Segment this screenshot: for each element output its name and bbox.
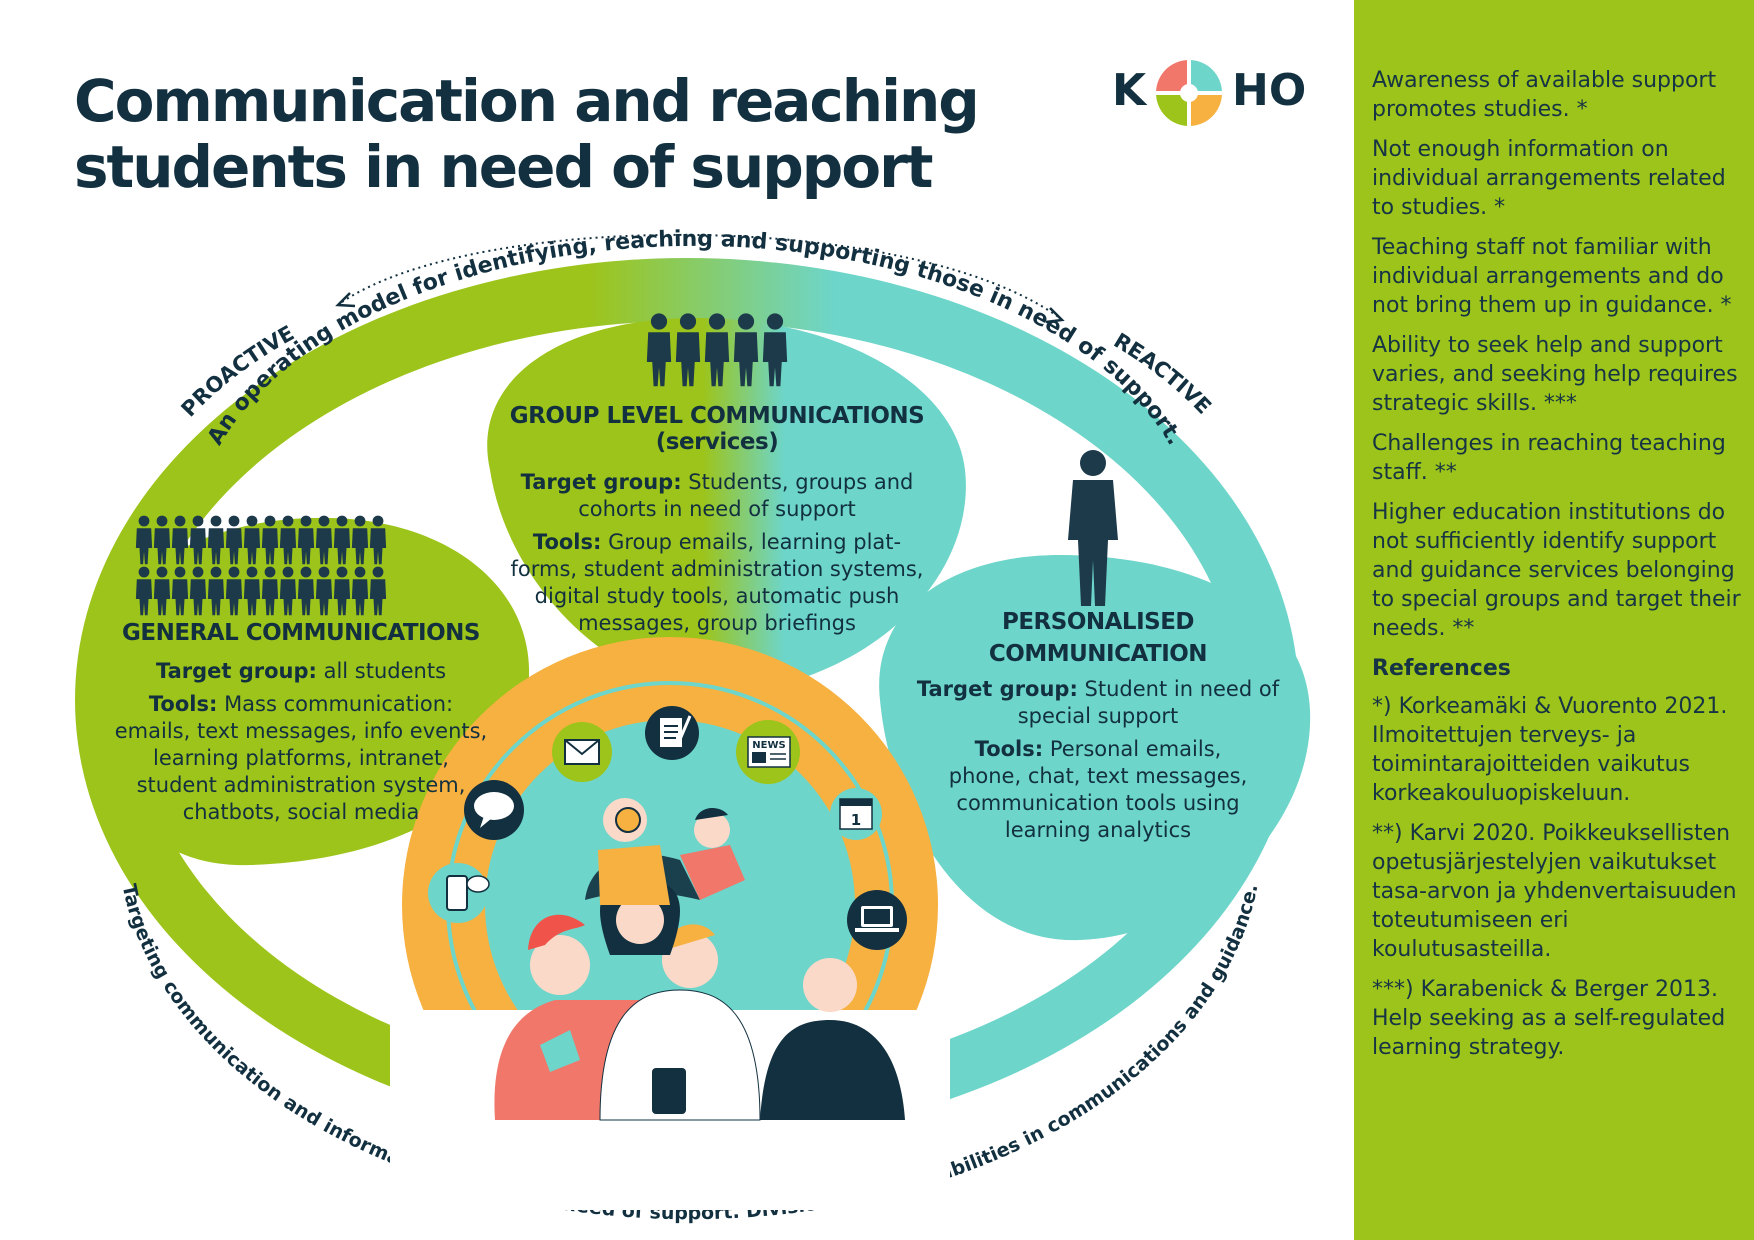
finding-item: Not enough information on individual arr… <box>1372 137 1726 220</box>
reference-item: **) Karvi 2020. Poikkeuksel­listen opetu… <box>1372 821 1737 962</box>
laptop-icon <box>847 890 907 950</box>
svg-text:NEWS: NEWS <box>752 740 785 751</box>
personal-target-group: Target group: Student in need of special… <box>916 677 1280 728</box>
communication-model-diagram: An operating model for identifying, reac… <box>75 227 1311 1224</box>
students-illustration <box>494 798 905 1121</box>
personalised-communication-heading: PERSONALISED COMMUNICATION <box>988 609 1208 667</box>
references-heading: References <box>1372 656 1511 681</box>
personalised-communication-text: PERSONALISED COMMUNICATION Target group:… <box>888 606 1308 844</box>
group-communications-text: GROUP LEVEL COMMUNICATIONS (services) Ta… <box>494 403 940 637</box>
finding-item: Ability to seek help and support varies,… <box>1372 333 1738 416</box>
reference-item: ***) Karabenick & Ber­ger 2013. Help see… <box>1372 977 1726 1060</box>
arrow-head-right-icon <box>1045 307 1065 324</box>
chat-bubble-icon <box>464 780 524 840</box>
findings-sidebar: Awareness of available support promotes … <box>1354 0 1754 1240</box>
finding-item: Awareness of available support promotes … <box>1372 68 1717 122</box>
arrow-head-left-icon <box>335 292 356 308</box>
personal-tools: Tools: Personal emails, phone, chat, tex… <box>948 737 1248 842</box>
general-communications-text: GENERAL COMMUNICATIONS Target group: all… <box>84 620 518 826</box>
group-target-group: Target group: Students, groups and cohor… <box>520 470 914 521</box>
general-communications-heading: GENERAL COMMUNICATIONS <box>122 620 480 646</box>
logo-letters-ho: HO <box>1232 65 1307 116</box>
mobile-phone-icon <box>428 863 490 923</box>
personalised-communication-blob <box>879 555 1311 941</box>
general-tools: Tools: Mass communication: emails, text … <box>114 692 488 824</box>
koho-logo: K HO <box>1112 56 1306 130</box>
finding-item: Challenges in reaching teaching staff. *… <box>1372 431 1726 485</box>
title-line-2: students in need of support <box>74 133 933 201</box>
envelope-icon <box>552 722 612 782</box>
finding-item: Teaching staff not familiar with individ… <box>1372 235 1732 318</box>
finding-item: Higher education institutions do not suf… <box>1372 500 1741 641</box>
group-communications-blob <box>487 317 966 694</box>
reference-item: *) Korkeamäki & Vuorento 2021. Ilmoitett… <box>1372 694 1728 806</box>
logo-letter-k: K <box>1112 65 1147 116</box>
sidebar-content: Awareness of available support promotes … <box>1372 66 1744 1073</box>
individual-silhouette-icon <box>1068 450 1118 606</box>
general-target-group: Target group: all students <box>155 659 447 683</box>
document-pen-icon <box>645 706 699 760</box>
svg-text:1: 1 <box>851 811 861 829</box>
group-tools: Tools: Group emails, learning plat- form… <box>510 530 924 635</box>
title-line-1: Communication and reaching <box>74 67 980 135</box>
page-title: Communication and reaching students in n… <box>74 68 1034 200</box>
newspaper-icon: NEWS <box>736 720 800 784</box>
calendar-icon: 1 <box>830 788 882 840</box>
group-communications-heading: GROUP LEVEL COMMUNICATIONS (services) <box>509 403 925 455</box>
puzzle-logo-icon <box>1154 58 1224 128</box>
